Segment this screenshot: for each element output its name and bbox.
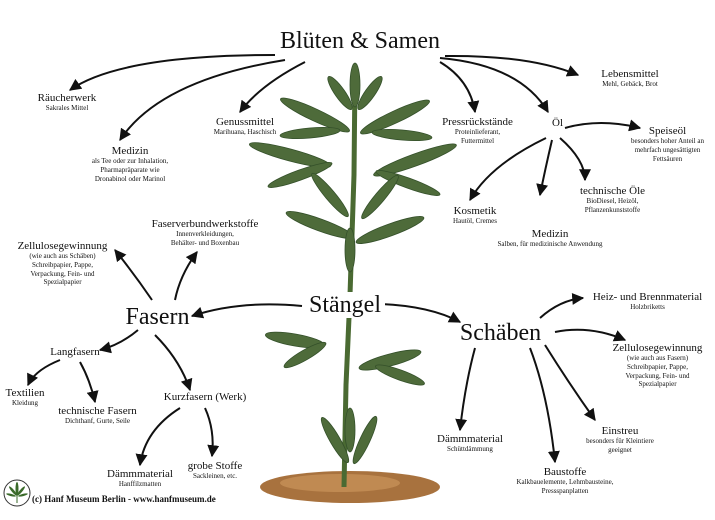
speiseoel-node: Speiseöl besonders hoher Anteil an mehrf… <box>631 125 704 163</box>
arrow-to-einstreu <box>544 344 596 421</box>
arrow-to-heiz <box>539 292 585 319</box>
genussmittel-node: Genussmittel Marihuana, Haschisch <box>213 116 277 137</box>
arrow-to-medizin2 <box>536 139 553 197</box>
techfasern-node: technische Fasern Dichthanf, Gurte, Seil… <box>58 405 137 426</box>
textilien-node: Textilien Kleidung <box>5 387 45 408</box>
arrow-to-speiseoel <box>564 119 642 132</box>
techoele-node: technische Öle BioDiesel, Heizöl, Pflanz… <box>579 185 646 214</box>
arrow-to-daemm2 <box>455 347 476 432</box>
arrow-to-baustoffe <box>529 347 560 464</box>
arrow-to-kosmetik <box>469 137 547 202</box>
arrow-to-genussmittel <box>239 61 306 113</box>
medizin2-node: Medizin Salben, für medizinische Anwendu… <box>497 228 603 249</box>
lebensmittel-node: Lebensmittel Mehl, Gebäck, Brot <box>601 68 659 89</box>
baustoffe-node: Baustoffe Kalkbauelemente, Lehmbausteine… <box>516 466 614 495</box>
daemmmaterial2-node: Dämmmaterial Schüttdämmung <box>437 433 503 454</box>
arrow-to-daemm1 <box>135 407 181 467</box>
arrow-to-techoele <box>559 137 591 182</box>
hanf-museum-logo <box>3 479 31 507</box>
arrow-to-textilien <box>27 359 61 387</box>
kurzfasern-node: Kurzfasern (Werk) <box>163 391 247 403</box>
oel-node: Öl <box>552 117 563 129</box>
arrow-to-faserverbund <box>174 251 198 301</box>
arrow-to-oel <box>439 57 549 114</box>
medizin-node: Medizin als Tee oder zur Inhalation, Pha… <box>91 145 169 183</box>
pressrueckstaende-node: Pressrückstände Proteinlieferant, Futter… <box>442 116 513 145</box>
arrow-to-raeucherwerk <box>69 54 276 91</box>
arrow-to-grobe <box>204 407 220 458</box>
title-flowers-seeds: Blüten & Samen <box>280 28 440 54</box>
stem-label: Stängel <box>305 292 385 319</box>
kosmetik-node: Kosmetik Hautöl, Cremes <box>453 205 497 226</box>
arrow-to-pressrueckstaende <box>439 61 480 114</box>
zellulose2-node: Zellulosegewinnung (wie auch aus Fasern)… <box>612 342 703 389</box>
heiz-node: Heiz- und Brennmaterial Holzbriketts <box>592 291 703 312</box>
daemmmaterial1-node: Dämmmaterial Hanffilzmatten <box>107 468 173 489</box>
arrow-to-zellulose2 <box>554 328 627 342</box>
einstreu-node: Einstreu besonders für Kleintiere geeign… <box>586 425 654 454</box>
copyright-footer: (c) Hanf Museum Berlin - www.hanfmuseum.… <box>32 494 216 504</box>
grobe-stoffe-node: grobe Stoffe Sackleinen, etc. <box>187 460 243 481</box>
langfasern-node: Langfasern <box>50 346 100 358</box>
arrow-to-kurzfasern <box>154 334 193 392</box>
faserverbund-node: Faserverbundwerkstoffe Innenverkleidunge… <box>151 218 259 247</box>
arrow-to-schaeben <box>379 303 462 323</box>
arrow-to-fasern <box>190 303 303 319</box>
zellulose1-node: Zellulosegewinnung (wie auch aus Schäben… <box>17 240 108 287</box>
arrow-to-lebensmittel <box>444 54 580 77</box>
raeucherwerk-node: Räucherwerk Sakrales Mittel <box>37 92 97 113</box>
arrow-to-medizin <box>119 59 286 141</box>
arrow-to-techfasern <box>79 361 99 404</box>
schaeben-label: Schäben <box>459 320 542 346</box>
arrow-to-langfasern <box>98 329 139 354</box>
fasern-label: Fasern <box>125 304 190 330</box>
arrow-to-zellulose1 <box>114 249 153 301</box>
